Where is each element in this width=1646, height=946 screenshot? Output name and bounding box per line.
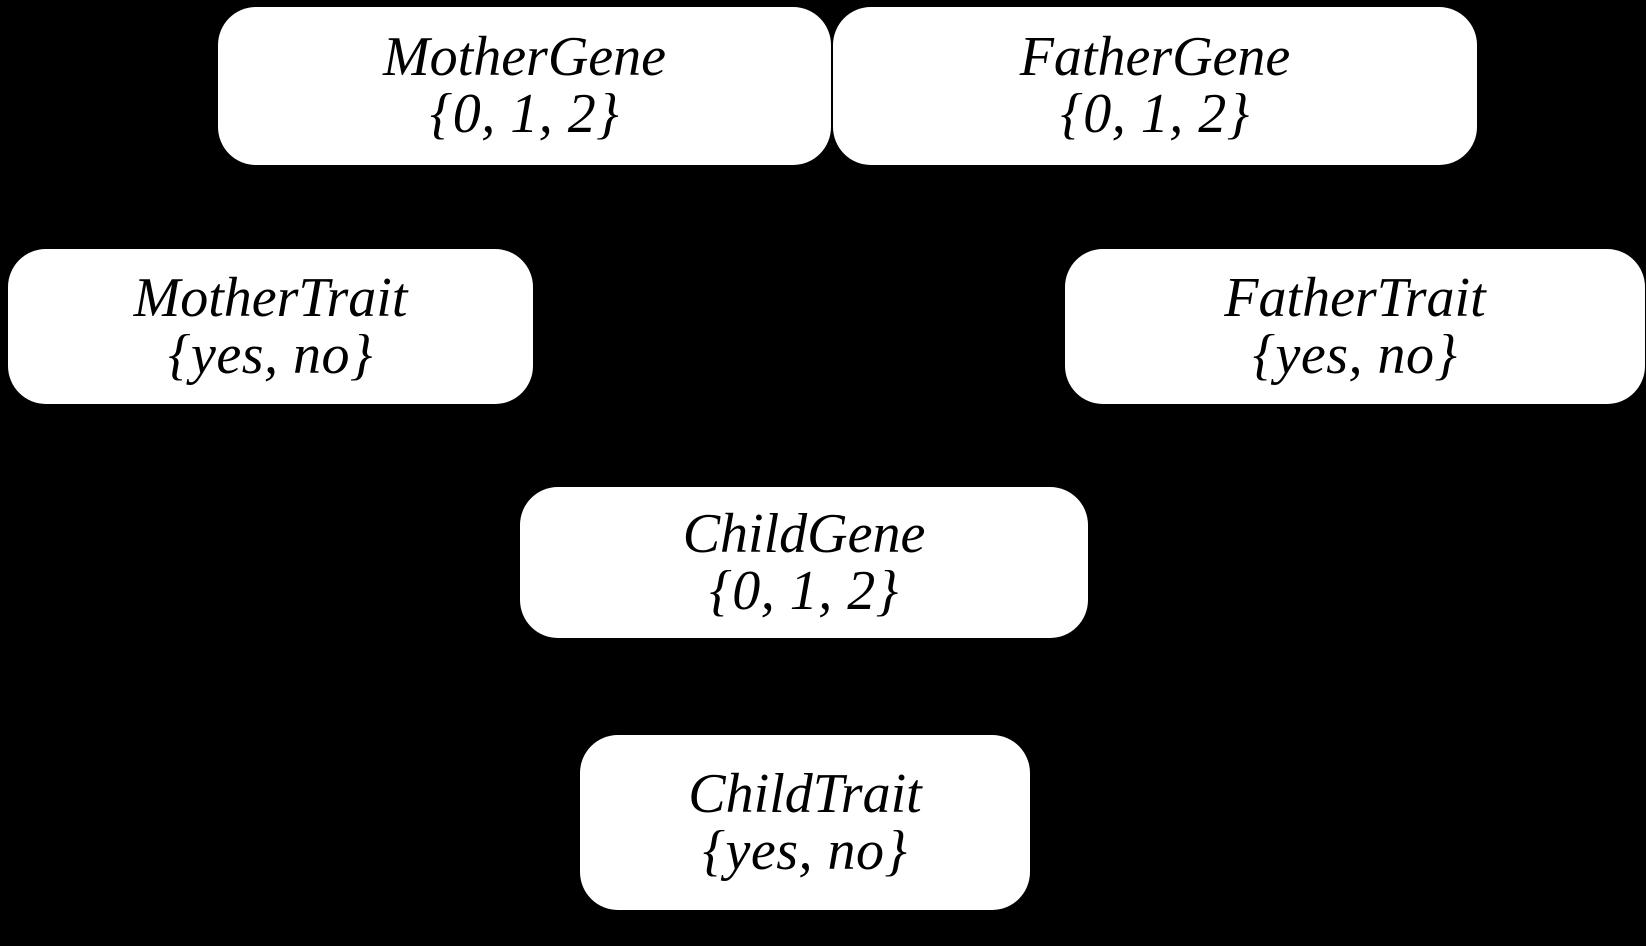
- node-father-gene-label: FatherGene: [1019, 26, 1291, 88]
- node-child-gene[interactable]: ChildGene {0, 1, 2}: [520, 487, 1088, 638]
- node-child-trait-domain: {yes, no}: [702, 819, 908, 882]
- node-child-gene-domain: {0, 1, 2}: [709, 559, 899, 622]
- node-mother-trait-domain: {yes, no}: [168, 323, 373, 386]
- node-child-trait-label: ChildTrait: [688, 762, 922, 825]
- node-father-trait-label: FatherTrait: [1224, 266, 1486, 329]
- node-father-gene[interactable]: FatherGene {0, 1, 2}: [833, 7, 1477, 165]
- node-father-trait-domain: {yes, no}: [1252, 323, 1458, 386]
- node-child-trait[interactable]: ChildTrait {yes, no}: [580, 735, 1030, 910]
- node-child-gene-label: ChildGene: [682, 502, 926, 565]
- node-mother-trait-label: MotherTrait: [133, 266, 408, 329]
- node-father-gene-domain: {0, 1, 2}: [1060, 83, 1250, 145]
- node-mother-gene-domain: {0, 1, 2}: [429, 83, 620, 145]
- node-father-trait[interactable]: FatherTrait {yes, no}: [1065, 249, 1645, 404]
- node-mother-trait[interactable]: MotherTrait {yes, no}: [8, 249, 533, 404]
- node-mother-gene-label: MotherGene: [382, 26, 666, 88]
- node-mother-gene[interactable]: MotherGene {0, 1, 2}: [218, 7, 831, 165]
